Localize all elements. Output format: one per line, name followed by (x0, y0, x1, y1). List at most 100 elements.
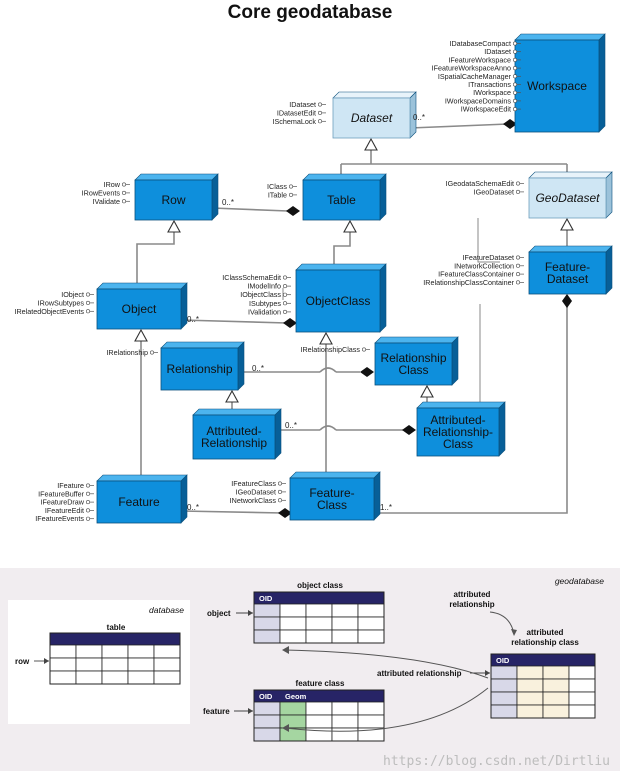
multiplicity-featureclass_featuredataset: 1..* (380, 503, 392, 512)
workspace-box-face (514, 39, 600, 133)
relationship-arrow-to-feature (284, 687, 489, 732)
object-class-table-cell (357, 629, 385, 644)
interface-lollipop-icon (512, 74, 517, 79)
interface-label: ITransactions (468, 80, 511, 89)
table-box-top (302, 173, 387, 181)
dataset-workspace-association (409, 123, 509, 129)
featuredataset-class-name: Feature- (545, 260, 590, 274)
annotation-arrow-head (511, 629, 517, 636)
interface-label: IGeodataSchemaEdit (446, 179, 514, 188)
interface-lollipop-icon (512, 57, 517, 62)
geodataset-box-face (528, 177, 607, 219)
interface-label: INetworkCollection (454, 261, 514, 270)
interface-label: IDatabaseCompact (449, 39, 511, 48)
geodataset-class-name: GeoDataset (535, 191, 600, 205)
geodataset-box-side (605, 171, 613, 219)
interface-label: IDataset (289, 100, 316, 109)
attributed-relationship-class-table-cell (490, 678, 518, 693)
interface-lollipop-icon (515, 255, 520, 260)
attributed-relationship-class-table-cell (490, 665, 518, 680)
interface-label: IClass (267, 182, 287, 191)
relationshipclass-class-name: Class (398, 363, 428, 377)
object-class-table-cell (331, 616, 359, 631)
object-class-title: object class (297, 581, 343, 590)
interface-label: ISpatialCacheManager (438, 72, 512, 81)
interface-label: IValidation (248, 307, 281, 316)
object-class-table-header-cell: OID (259, 594, 273, 603)
object-class-table-cell (305, 629, 333, 644)
interface-label: IDatasetEdit (277, 108, 316, 117)
relationshipclass-box-side (451, 336, 459, 386)
object-class-table-cell (279, 603, 307, 618)
workspace-class-box: Workspace (514, 33, 606, 133)
objectclass-aggregation-diamond (283, 318, 297, 328)
database-table (49, 632, 181, 685)
interface-lollipop-icon (512, 98, 517, 103)
row-label: row (15, 657, 30, 666)
feature-class-table-cell (279, 714, 307, 729)
object-class-table-cell (357, 616, 385, 631)
interface-label: IWorkspaceDomains (445, 96, 512, 105)
featureclass-class-box: Feature-Class (289, 471, 381, 521)
attributed-relationship-class-table-cell (542, 678, 570, 693)
interface-label: IFeatureWorkspace (448, 55, 511, 64)
attributed-relationship-class-table-cell (568, 704, 596, 719)
interface-label: IClassSchemaEdit (222, 273, 281, 282)
feature-class-table-border (253, 689, 385, 742)
table-title: table (107, 623, 126, 632)
interface-lollipop-icon (288, 192, 293, 197)
interface-label: IFeatureClass (231, 479, 276, 488)
attributedrelationship-box-side (274, 408, 282, 460)
object-to-row-line (136, 232, 175, 289)
featureclass-box-face (289, 477, 375, 521)
interface-lollipop-icon (277, 481, 282, 486)
interface-label: IRelationshipClass (300, 345, 360, 354)
attributedrelationshipclass-class-box: Attributed-Relationship-Class (416, 401, 506, 457)
line-hop (319, 425, 337, 431)
interface-lollipop-icon (361, 347, 366, 352)
interface-lollipop-icon (515, 181, 520, 186)
interface-label: IRelationshipClassContainer (423, 278, 514, 287)
relationshipclass-class-name: Relationship (380, 351, 446, 365)
table-class-name: Table (327, 193, 356, 207)
relationship-arrow-to-object-head (282, 646, 289, 654)
objectclass-class-box: ObjectClass (295, 263, 387, 333)
multiplicity-attrrel_attrrelclass: 0..* (285, 421, 297, 430)
object-class-table-cell (279, 629, 307, 644)
relationshipclass-box-top (374, 336, 459, 344)
interface-lollipop-icon (86, 300, 91, 305)
table-class-box: Table (302, 173, 387, 221)
featuredataset-class-name: Dataset (547, 272, 589, 286)
row-pointer-head (44, 658, 49, 664)
interface-lollipop-icon (515, 263, 520, 268)
interface-lollipop-icon (122, 199, 127, 204)
featuredataset-box-top (528, 245, 613, 253)
interface-label: IRelatedObjectEvents (14, 307, 84, 316)
dataset-generalization-triangle (364, 137, 378, 151)
interface-label: IValidate (93, 197, 120, 206)
interface-label: IWorkspace (473, 88, 511, 97)
interface-lollipop-icon (512, 82, 517, 87)
relationshipclass-generalization-triangle (420, 384, 434, 398)
attributed-relationship-class-table-cell (568, 691, 596, 706)
dataset-class-box: Dataset (332, 91, 417, 139)
interface-lollipop-icon (512, 66, 517, 71)
multiplicity-row_table: 0..* (222, 198, 234, 207)
object-class-box: Object (96, 282, 188, 330)
interface-label: IFeatureEdit (45, 506, 84, 515)
interface-lollipop-icon (86, 500, 91, 505)
attributed-relationship-class-table: OID (490, 653, 596, 719)
interface-lollipop-icon (150, 350, 155, 355)
attributedrelationship-class-name: Relationship (201, 436, 267, 450)
relationshipclass-box-face (374, 342, 453, 386)
attributed-relationship-class-table-cell (568, 678, 596, 693)
attributed-relationship-class-table-cell (516, 665, 544, 680)
attributedrelationshipclass-class-name: Class (443, 437, 473, 451)
attributed-relationship-class-table-cell (542, 665, 570, 680)
objectclass-box-side (379, 263, 387, 333)
feature-class-table-header-cell: OID (259, 692, 273, 701)
interface-lollipop-icon (512, 90, 517, 95)
interface-lollipop-icon (282, 292, 287, 297)
interface-label: IModelInfo (247, 282, 281, 291)
